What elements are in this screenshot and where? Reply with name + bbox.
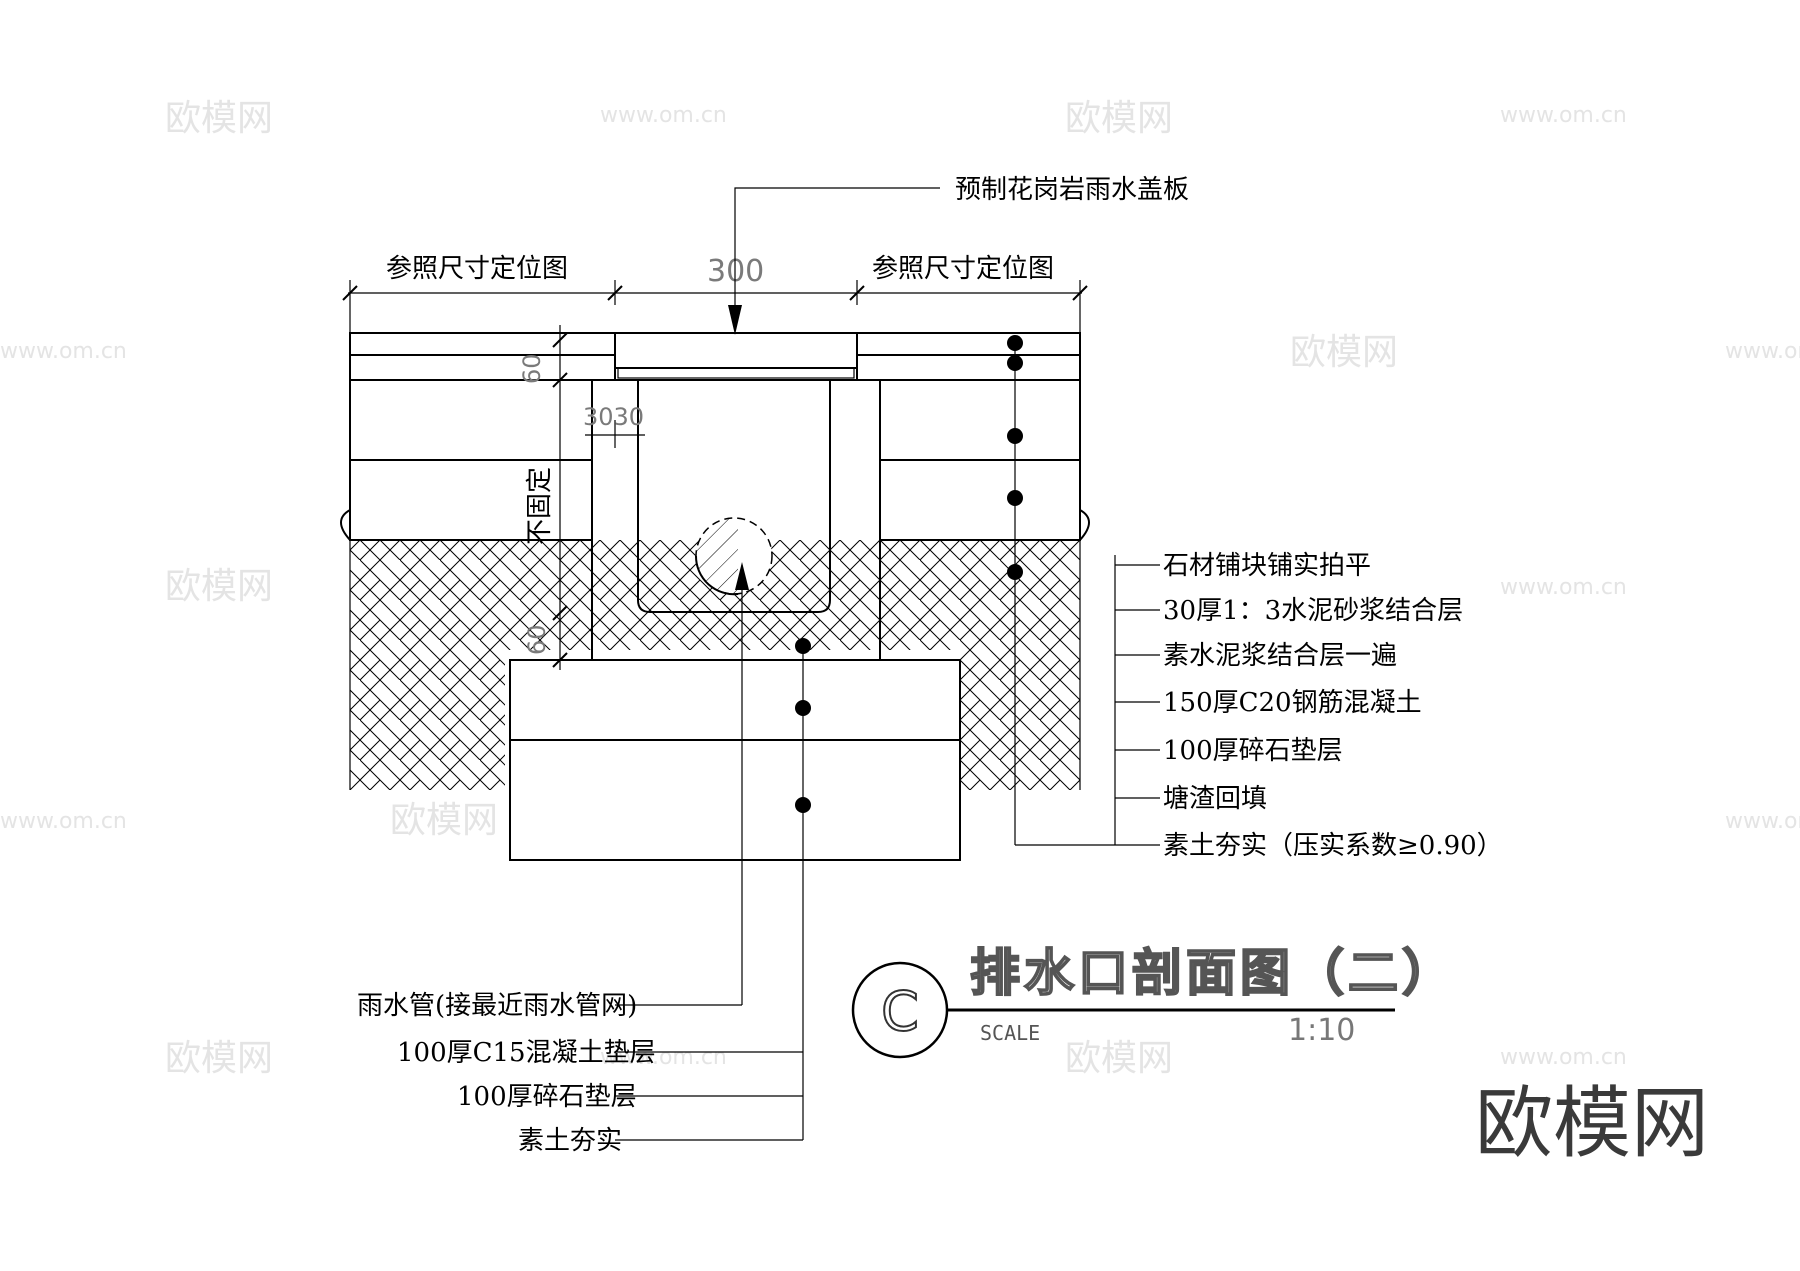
dim-vertical-mid: 不固定: [525, 467, 555, 545]
watermark-url: www.om.cn: [600, 1045, 727, 1070]
watermark-url: www.om.cn: [1725, 809, 1800, 834]
right-note-3: 素水泥浆结合层一遍: [1163, 641, 1397, 671]
channel-foundation: [509, 659, 961, 861]
pavement-right: [856, 332, 1081, 541]
watermark-brand: 欧模网: [1065, 98, 1173, 139]
left-note-4: 素土夯实: [518, 1126, 622, 1156]
watermark-url: www.om.cn: [0, 809, 127, 834]
watermark-brand: 欧模网: [165, 98, 273, 139]
watermark-url: www.om.cn: [1725, 339, 1800, 364]
right-note-5: 100厚碎石垫层: [1163, 736, 1343, 766]
watermark-brand: 欧模网: [390, 800, 498, 841]
watermark-url: www.om.cn: [1500, 575, 1627, 600]
right-note-2: 30厚1：3水泥砂浆结合层: [1163, 596, 1463, 626]
watermark-url: www.om.cn: [1500, 1045, 1627, 1070]
break-symbols: [340, 509, 1090, 541]
scale-label: SCALE: [980, 1021, 1040, 1045]
top-note: 预制花岗岩雨水盖板: [955, 175, 1189, 205]
dim-vertical-bottom: 60: [523, 624, 551, 655]
drawing-title: 排水口剖面图（二）: [970, 944, 1456, 1002]
right-note-1: 石材铺块铺实拍平: [1163, 551, 1371, 581]
right-layer-leader: 石材铺块铺实拍平 30厚1：3水泥砂浆结合层 素水泥浆结合层一遍 150厚C20…: [1007, 335, 1503, 861]
dimension-texts: 参照尺寸定位图 300 参照尺寸定位图 60 不固定 60 3030: [386, 254, 1054, 655]
cover-plate-leader: 预制花岗岩雨水盖板: [728, 175, 1189, 335]
watermark-url: www.om.cn: [0, 339, 127, 364]
left-note-1: 雨水管(接最近雨水管网): [357, 991, 637, 1021]
granite-cover-plate: [614, 332, 858, 379]
dim-center-value: 300: [707, 254, 764, 289]
watermark-corner: 欧模网: [1475, 1079, 1709, 1169]
left-note-2: 100厚C15混凝土垫层: [397, 1038, 656, 1068]
dim-right-label: 参照尺寸定位图: [872, 254, 1054, 284]
section-letter: C: [881, 980, 919, 1043]
right-note-4: 150厚C20钢筋混凝土: [1163, 688, 1422, 718]
dim-left-label: 参照尺寸定位图: [386, 254, 568, 284]
dimension-lines: [342, 280, 1088, 790]
right-note-6: 塘渣回填: [1163, 784, 1267, 814]
title-block: C 排水口剖面图（二） SCALE 1:10: [851, 943, 1456, 1059]
watermark-brand: 欧模网: [165, 1038, 273, 1079]
bottom-layer-leader: 雨水管(接最近雨水管网) 100厚C15混凝土垫层 100厚碎石垫层 素土夯实: [357, 562, 811, 1156]
left-note-3: 100厚碎石垫层: [457, 1082, 637, 1112]
watermark-url: www.om.cn: [600, 103, 727, 128]
watermark-url: www.om.cn: [1500, 103, 1627, 128]
watermark-brand: 欧模网: [1065, 1038, 1173, 1079]
dim-vertical-top: 60: [518, 353, 546, 384]
watermark-brand: 欧模网: [1290, 332, 1398, 373]
right-note-7: 素土夯实（压实系数≥0.90）: [1163, 831, 1503, 861]
watermark-layer: 欧模网 欧模网 www.om.cn www.om.cn www.om.cn 欧模…: [0, 98, 1800, 1079]
dim-wall-thickness: 3030: [583, 403, 644, 431]
watermark-brand: 欧模网: [165, 566, 273, 607]
pavement-left: [349, 332, 616, 541]
scale-value: 1:10: [1288, 1013, 1355, 1048]
